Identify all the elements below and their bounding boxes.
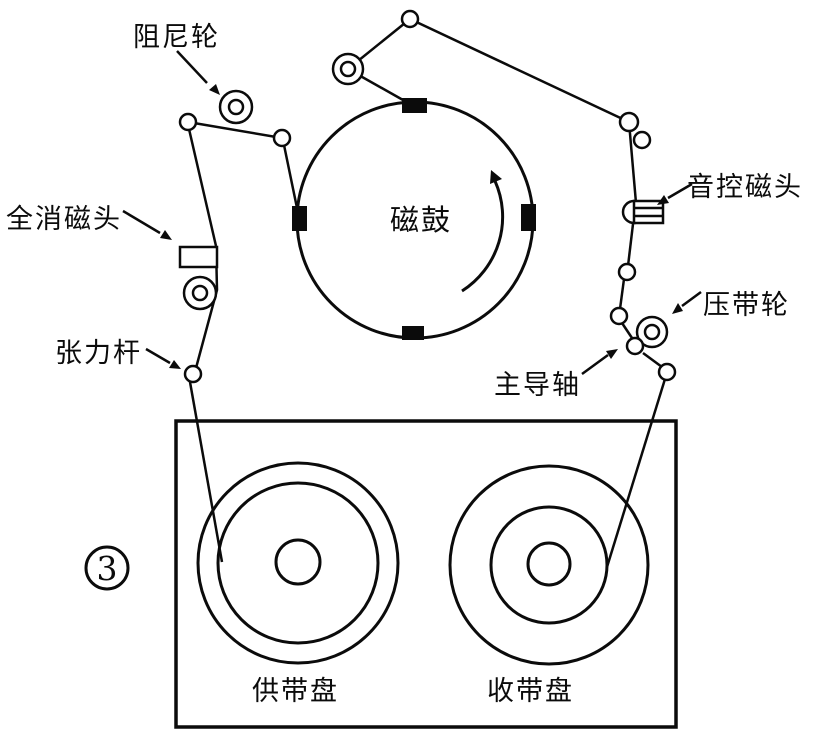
tape-segment-to-guide — [618, 278, 626, 310]
text-labels: 阻尼轮 全消磁头 张力杆 磁鼓 音控磁头 压带轮 主导轴 供带盘 收带盘 — [6, 22, 803, 707]
capstan-label: 主导轴 — [494, 370, 581, 401]
audio-head-body — [632, 199, 665, 225]
top-guides — [331, 9, 420, 86]
left-roller-inner — [191, 284, 209, 302]
takeup-reel — [448, 464, 650, 666]
left-guides — [178, 89, 292, 384]
tension-rod-label: 张力杆 — [55, 338, 142, 369]
damping-wheel-arrow-line — [176, 50, 208, 84]
pinch-roller-arrow-line — [681, 290, 702, 308]
erase-head-label: 全消磁头 — [6, 204, 122, 235]
reel-housing-box — [174, 419, 678, 729]
tape-to-takeup-reel — [605, 378, 667, 568]
top-roller-inner — [339, 60, 357, 78]
guide-post-above-capstan — [609, 306, 629, 326]
supply-reel-hub — [274, 538, 322, 586]
tape-segment-below-audio-head — [626, 223, 635, 267]
supply-reel-label: 供带盘 — [252, 676, 339, 707]
damping-wheel-arrowhead — [209, 84, 220, 95]
tape-segment-top-left — [187, 120, 283, 140]
takeup-reel-hub — [526, 541, 572, 587]
tension-rod-arrowhead — [169, 360, 181, 369]
tension-post — [183, 364, 203, 384]
pinch-roller-label: 压带轮 — [703, 290, 790, 321]
right-guides — [609, 111, 677, 382]
damping-wheel-inner — [227, 98, 245, 116]
supply-reel — [196, 461, 400, 665]
guide-post-top-left — [178, 112, 198, 132]
erase-head-body — [178, 245, 219, 269]
head-mark-left — [292, 206, 307, 231]
figure-number-text: 3 — [97, 549, 118, 588]
takeup-reel-label: 收带盘 — [487, 676, 574, 707]
head-mark-right — [521, 204, 536, 231]
pinch-roller-arrowhead — [672, 303, 683, 314]
erase-head-arrow-line — [122, 209, 161, 235]
audio-control-head — [621, 199, 665, 225]
figure-number-badge: 3 — [84, 545, 130, 591]
capstan-arrowhead — [606, 349, 618, 359]
drum-label: 磁鼓 — [390, 203, 452, 237]
audio-head-arrowhead — [657, 195, 669, 205]
tension-rod-arrow-line — [145, 347, 171, 365]
drum-rotation-arc — [461, 180, 505, 293]
callout-arrows — [122, 50, 702, 376]
head-mark-bottom — [402, 326, 424, 340]
guide-post-right-second — [632, 130, 652, 150]
tape-to-supply-reel — [188, 381, 224, 563]
capstan-shaft — [625, 336, 645, 356]
figure-number-circle — [84, 545, 130, 591]
head-mark-top — [402, 98, 427, 113]
guide-post-exit — [657, 362, 677, 382]
guide-post-right-top — [618, 111, 640, 133]
magnetic-drum — [292, 98, 536, 340]
chassis-left-upper — [187, 128, 218, 247]
tape-segment-top-long — [409, 17, 630, 124]
guide-post-apex — [400, 9, 420, 29]
tape-segment-to-exit-guide — [642, 351, 663, 369]
capstan-arrow-line — [581, 353, 609, 376]
drum-rotation-arrowhead — [490, 170, 502, 184]
tape-segment-to-drum — [282, 144, 299, 209]
guide-post-below-audio — [617, 262, 637, 282]
erase-head-arrowhead — [160, 230, 172, 240]
damping-wheel-label: 阻尼轮 — [133, 22, 220, 53]
audio-head-label: 音控磁头 — [687, 172, 803, 203]
tape-segment-right-upper — [627, 121, 638, 204]
audio-head-arrow-line — [667, 182, 693, 200]
guide-post-drum-entry — [272, 128, 292, 148]
pinch-roller-inner — [643, 323, 661, 341]
